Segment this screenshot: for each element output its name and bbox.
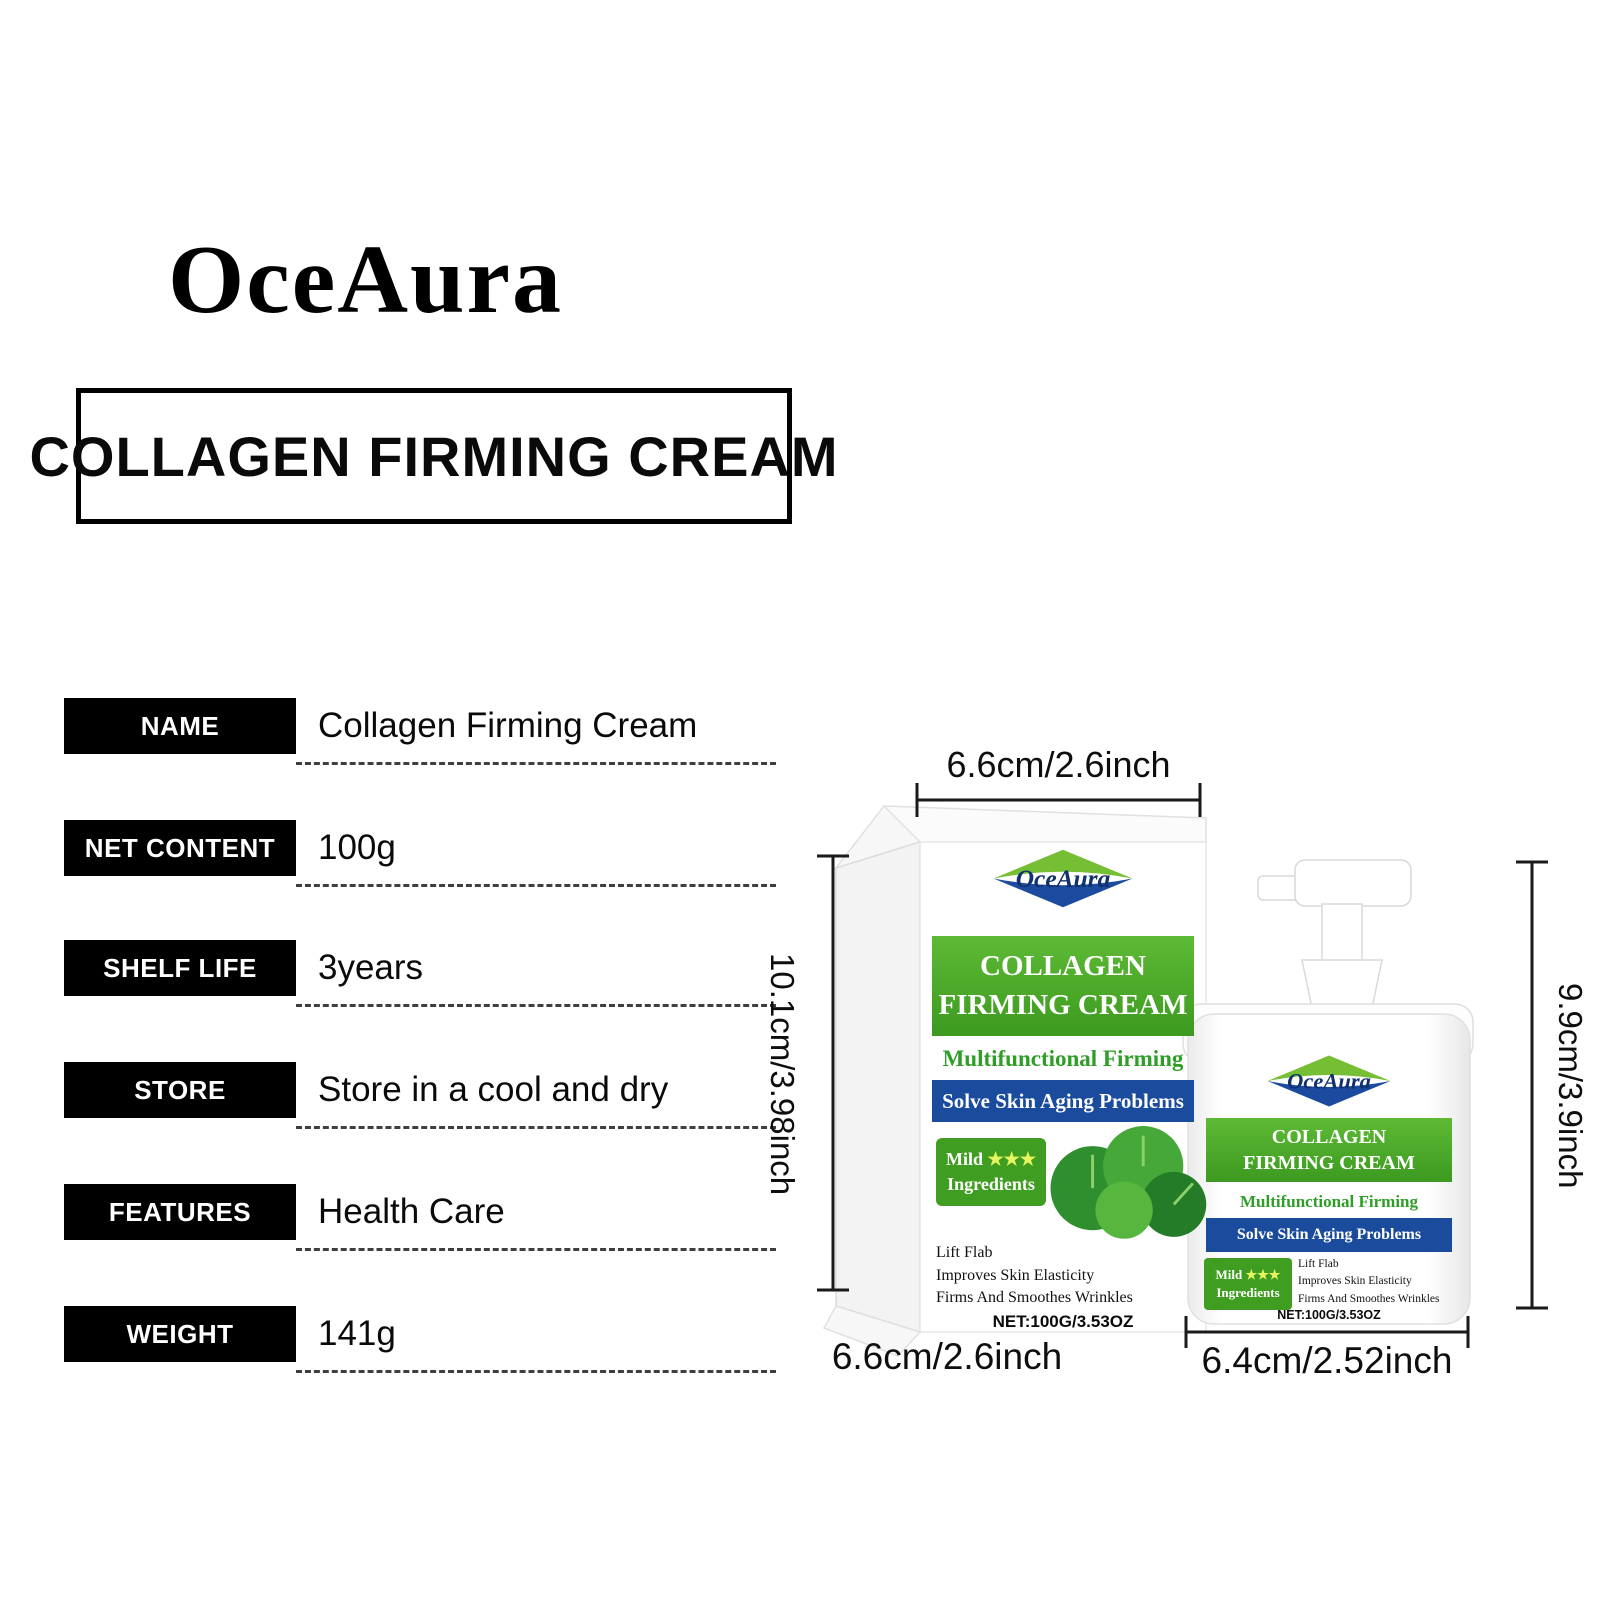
box-title-band: COLLAGEN FIRMING CREAM bbox=[932, 936, 1194, 1036]
spec-row-store: STORE Store in a cool and dry bbox=[64, 1062, 776, 1134]
dashed-divider bbox=[296, 1248, 776, 1251]
spec-value: 3years bbox=[318, 948, 424, 987]
box-title-line1: COLLAGEN bbox=[980, 949, 1146, 982]
leaf-graphic bbox=[1050, 1126, 1207, 1239]
feature-item: Lift Flab bbox=[936, 1244, 993, 1261]
dashed-divider bbox=[296, 762, 776, 765]
spec-row-net-content: NET CONTENT 100g bbox=[64, 820, 776, 892]
mild-stars: ★★★ bbox=[987, 1148, 1036, 1169]
mild-line2: Ingredients bbox=[1216, 1285, 1280, 1300]
box-net-weight: NET:100G/3.53OZ bbox=[992, 1312, 1134, 1331]
spec-row-shelf-life: SHELF LIFE 3years bbox=[64, 940, 776, 1012]
box-subtitle: Multifunctional Firming bbox=[942, 1046, 1184, 1071]
jar-height-label: 9.9cm/3.9inch bbox=[1552, 983, 1589, 1189]
brand-logo-text: OceAura bbox=[168, 226, 563, 334]
dashed-divider bbox=[296, 884, 776, 887]
spec-row-weight: WEIGHT 141g bbox=[64, 1306, 776, 1378]
box-height-label: 10.1cm/3.98inch bbox=[764, 952, 801, 1196]
box-bottom-flap bbox=[822, 1305, 922, 1357]
logo-brand-text: OceAura bbox=[1287, 1069, 1371, 1094]
jar-subtitle: Multifunctional Firming bbox=[1239, 1192, 1419, 1211]
jar-width-label: 6.4cm/2.52inch bbox=[1201, 1340, 1453, 1381]
feature-item: Improves Skin Elasticity bbox=[1298, 1275, 1412, 1288]
jar-net-weight: NET:100G/3.53OZ bbox=[1277, 1308, 1381, 1322]
box-banner: Solve Skin Aging Problems bbox=[932, 1080, 1194, 1122]
pump-head bbox=[1294, 859, 1412, 907]
box-mild-badge: Mild ★★★ Ingredients bbox=[936, 1138, 1046, 1206]
logo-leaf-top bbox=[993, 849, 1133, 879]
spec-label: WEIGHT bbox=[64, 1306, 296, 1362]
mild-line2: Ingredients bbox=[947, 1174, 1035, 1194]
dashed-divider bbox=[296, 1370, 776, 1373]
jar-feature-list: Lift Flab Improves Skin Elasticity Firms… bbox=[1298, 1256, 1470, 1308]
spec-row-name: NAME Collagen Firming Cream bbox=[64, 698, 776, 770]
pump-stem bbox=[1321, 903, 1363, 963]
logo-brand-text: OceAura bbox=[1016, 865, 1111, 893]
feature-item: Firms And Smoothes Wrinkles bbox=[1298, 1292, 1440, 1305]
mild-stars: ★★★ bbox=[1245, 1266, 1281, 1282]
spec-value: Collagen Firming Cream bbox=[318, 706, 698, 745]
leaf-veins bbox=[1091, 1135, 1194, 1206]
box-width-bottom-label: 6.6cm/2.6inch bbox=[831, 1336, 1063, 1377]
feature-item: Improves Skin Elasticity bbox=[936, 1266, 1095, 1284]
jar-banner: Solve Skin Aging Problems bbox=[1206, 1218, 1452, 1252]
feature-item: Lift Flab bbox=[1298, 1258, 1339, 1270]
spec-value: 100g bbox=[318, 828, 396, 867]
product-title-box: COLLAGEN FIRMING CREAM bbox=[29, 388, 838, 524]
mild-line1: Mild ★★★ bbox=[936, 1147, 1046, 1172]
spec-value: Store in a cool and dry bbox=[318, 1070, 669, 1109]
spec-label: NET CONTENT bbox=[64, 820, 296, 876]
jar-title-line1: COLLAGEN bbox=[1271, 1126, 1387, 1148]
spec-row-features: FEATURES Health Care bbox=[64, 1184, 776, 1256]
box-width-top-label: 6.6cm/2.6inch bbox=[946, 744, 1171, 785]
logo-leaf-top bbox=[1267, 1055, 1391, 1081]
jar-title-line2: FIRMING CREAM bbox=[1243, 1152, 1415, 1174]
spec-value: Health Care bbox=[318, 1192, 505, 1231]
spec-label: SHELF LIFE bbox=[64, 940, 296, 996]
dashed-divider bbox=[296, 1126, 776, 1129]
logo-leaf-bottom bbox=[993, 878, 1133, 908]
spec-label: STORE bbox=[64, 1062, 296, 1118]
spec-label: NAME bbox=[64, 698, 296, 754]
jar-title-band: COLLAGEN FIRMING CREAM bbox=[1206, 1118, 1452, 1182]
product-title: COLLAGEN FIRMING CREAM bbox=[29, 424, 839, 488]
mild-line1: Mild ★★★ bbox=[1204, 1266, 1292, 1284]
box-brand-logo: OceAura bbox=[993, 849, 1133, 908]
box-top-flap bbox=[883, 805, 1207, 845]
pump-collar bbox=[1301, 959, 1383, 1009]
jar-mild-badge: Mild ★★★ Ingredients bbox=[1204, 1258, 1292, 1310]
box-side-face bbox=[835, 840, 921, 1334]
box-feature-list: Lift Flab Improves Skin Elasticity Firms… bbox=[936, 1242, 1196, 1310]
jar-brand-logo: OceAura bbox=[1267, 1055, 1391, 1107]
spec-label: FEATURES bbox=[64, 1184, 296, 1240]
box-title-line2: FIRMING CREAM bbox=[938, 989, 1188, 1021]
mild-word: Mild bbox=[946, 1148, 984, 1169]
spec-value: 141g bbox=[318, 1314, 396, 1353]
measurement-lines bbox=[817, 783, 1548, 1348]
mild-word: Mild bbox=[1215, 1266, 1243, 1282]
logo-leaf-bottom bbox=[1267, 1081, 1391, 1107]
dashed-divider bbox=[296, 1004, 776, 1007]
leaf-4 bbox=[1095, 1181, 1153, 1239]
feature-item: Firms And Smoothes Wrinkles bbox=[936, 1289, 1133, 1307]
